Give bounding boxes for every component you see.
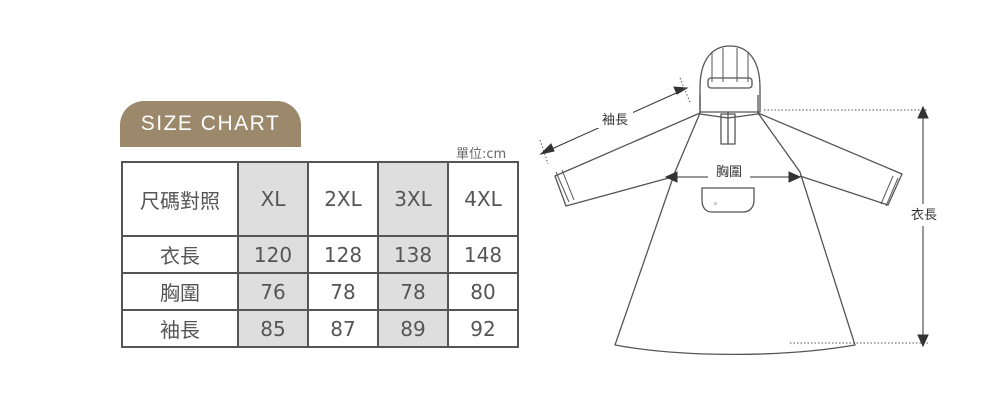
table-cell: 76	[237, 272, 309, 311]
table-cell: 78	[377, 272, 449, 311]
header-cell-xl: XL	[237, 161, 309, 237]
size-chart-title: SIZE CHART	[120, 101, 301, 147]
row-label-length: 衣長	[121, 235, 239, 274]
left-sleeve	[554, 112, 701, 207]
right-sleeve	[757, 112, 903, 206]
chest-patch	[701, 187, 755, 213]
header-cell-2xl: 2XL	[307, 161, 379, 237]
length-label-bg	[906, 204, 942, 226]
unit-label: 單位:cm	[456, 147, 507, 162]
table-cell: 80	[447, 272, 519, 311]
table-header-row: 尺碼對照 XL 2XL 3XL 4XL	[121, 161, 519, 237]
table-cell: 128	[307, 235, 379, 274]
header-cell-size: 尺碼對照	[121, 161, 239, 237]
table-cell: 78	[307, 272, 379, 311]
length-label: 衣長	[911, 207, 937, 223]
table-cell: 148	[447, 235, 519, 274]
body-outline	[614, 112, 856, 356]
table-cell: 120	[237, 235, 309, 274]
sleeve-label-bg	[597, 110, 633, 128]
row-label-chest: 胸圍	[121, 272, 239, 311]
table-row: 衣長 120 128 138 148	[121, 235, 519, 274]
table-cell: 89	[377, 309, 449, 348]
chest-label: 胸圍	[716, 165, 742, 180]
table-row: 袖長 85 87 89 92	[121, 309, 519, 348]
table-cell: 92	[447, 309, 519, 348]
table-row: 胸圍 76 78 78 80	[121, 272, 519, 311]
header-cell-4xl: 4XL	[447, 161, 519, 237]
sleeve-length-label: 袖長	[602, 113, 628, 128]
table-cell: 85	[237, 309, 309, 348]
size-table: 尺碼對照 XL 2XL 3XL 4XL 衣長 120 128 138 148 胸…	[121, 161, 519, 348]
table-cell: 87	[307, 309, 379, 348]
hood-outline	[699, 45, 761, 113]
logo-mark: e	[714, 201, 717, 207]
row-label-sleeve: 袖長	[121, 309, 239, 348]
header-cell-3xl: 3XL	[377, 161, 449, 237]
chest-label-bg	[708, 162, 750, 182]
table-cell: 138	[377, 235, 449, 274]
